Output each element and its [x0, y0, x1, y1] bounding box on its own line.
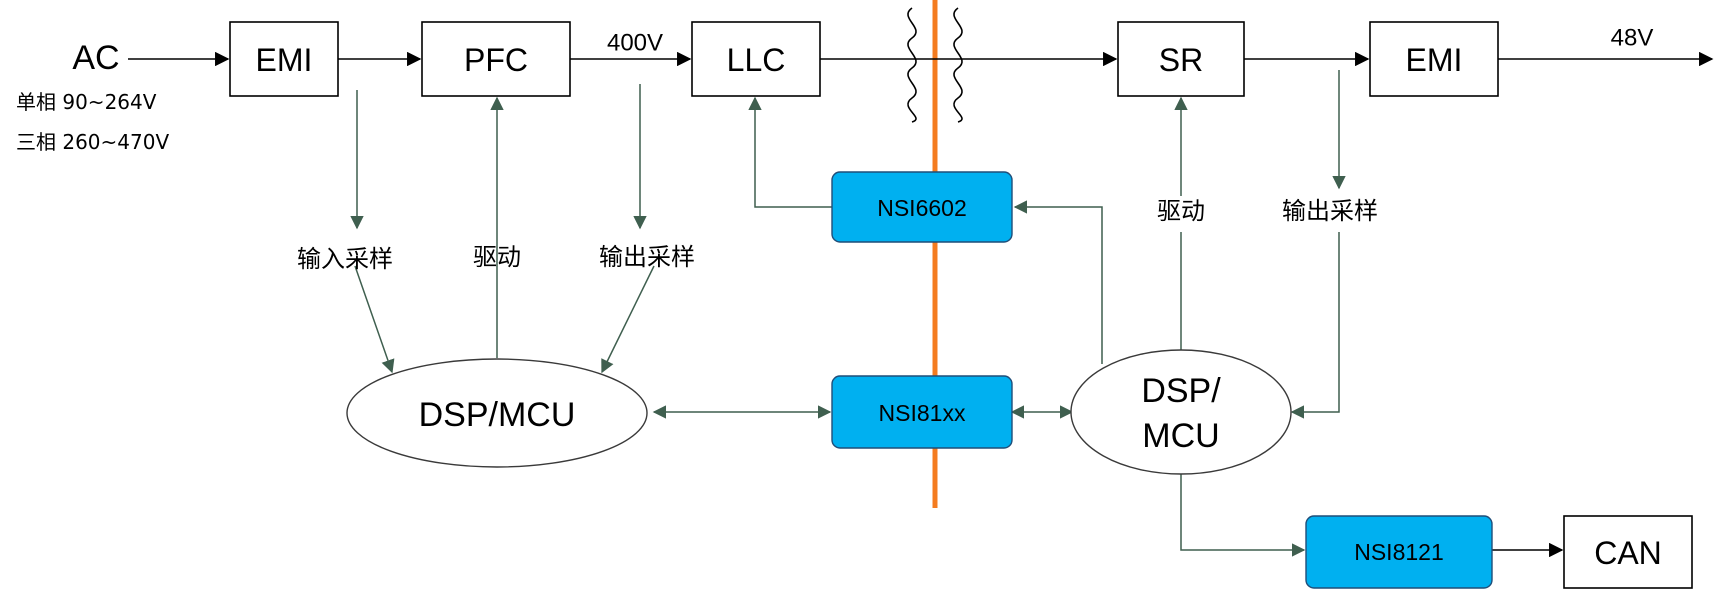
output-sampling-primary-label: 输出采样 [599, 243, 695, 271]
emi-input-block: EMI [229, 21, 339, 97]
llc-label: LLC [727, 42, 786, 78]
single-phase-range: 单相 90~264V [16, 90, 157, 114]
emi-output-block: EMI [1369, 21, 1499, 97]
nsi8121-chip: NSI8121 [1305, 515, 1493, 589]
output-sampling-secondary-label: 输出采样 [1282, 197, 1378, 225]
primary-controller-label: DSP/MCU [419, 396, 576, 434]
pfc-block: PFC [421, 21, 571, 97]
sr-label: SR [1159, 42, 1203, 78]
pfc-drive-label: 驱动 [473, 243, 521, 271]
output-voltage-label: 48V [1611, 25, 1654, 52]
primary-signal-wires [350, 84, 832, 419]
secondary-controller-label-line1: DSP/ [1141, 372, 1221, 410]
emi-input-label: EMI [256, 42, 313, 78]
can-block: CAN [1563, 515, 1693, 589]
three-phase-range: 三相 260~470V [16, 130, 169, 154]
nsi81xx-chip: NSI81xx [831, 375, 1013, 449]
llc-block: LLC [691, 21, 821, 97]
nsi8121-label: NSI8121 [1354, 539, 1444, 565]
primary-controller: DSP/MCU [346, 358, 648, 468]
emi-output-label: EMI [1406, 42, 1463, 78]
nsi6602-label: NSI6602 [877, 195, 967, 221]
nsi81xx-label: NSI81xx [879, 400, 966, 426]
ac-input-label: AC [72, 39, 119, 77]
nsi6602-chip: NSI6602 [831, 171, 1013, 243]
secondary-controller: DSP/ MCU [1070, 349, 1292, 475]
sr-block: SR [1117, 21, 1245, 97]
secondary-controller-label-line2: MCU [1142, 417, 1219, 455]
power-path [128, 51, 1714, 558]
can-label: CAN [1594, 535, 1662, 571]
sr-drive-label: 驱动 [1157, 197, 1205, 225]
transformer-icon [907, 7, 963, 123]
bus-voltage-label: 400V [607, 30, 663, 57]
pfc-label: PFC [464, 42, 528, 78]
input-sampling-label: 输入采样 [297, 245, 393, 273]
secondary-signal-wires [1010, 70, 1346, 557]
